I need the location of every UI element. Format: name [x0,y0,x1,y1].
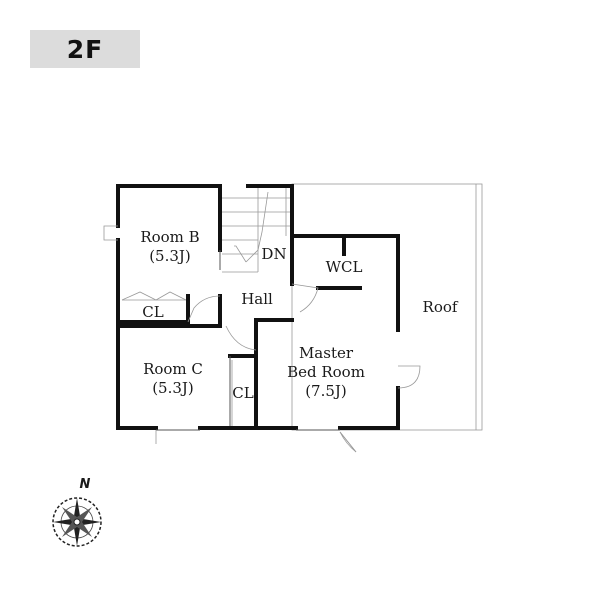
room-c-size: (5.3J) [152,379,194,397]
compass-rose-icon [52,497,102,547]
room-b-closet-label: CL [142,303,163,321]
master-line1: Master [299,344,354,362]
room-c-closet-label: CL [232,384,253,402]
room-b-name: Room B [140,228,199,246]
stairs-direction-label: DN [261,245,286,263]
floor-label: 2F [66,34,104,64]
closet-details [121,291,233,426]
compass-north-label: N [80,477,91,492]
master-line2: Bed Room [287,363,365,381]
roof-label: Roof [423,298,459,316]
walls [116,184,400,431]
floor-badge: 2F [30,30,140,68]
room-b-size: (5.3J) [149,247,191,265]
wcl-label: WCL [326,258,363,276]
stairs [222,186,290,273]
master-size: (7.5J) [305,382,347,400]
hall-label: Hall [241,290,273,308]
doors [103,225,421,453]
room-c-name: Room C [143,360,203,378]
